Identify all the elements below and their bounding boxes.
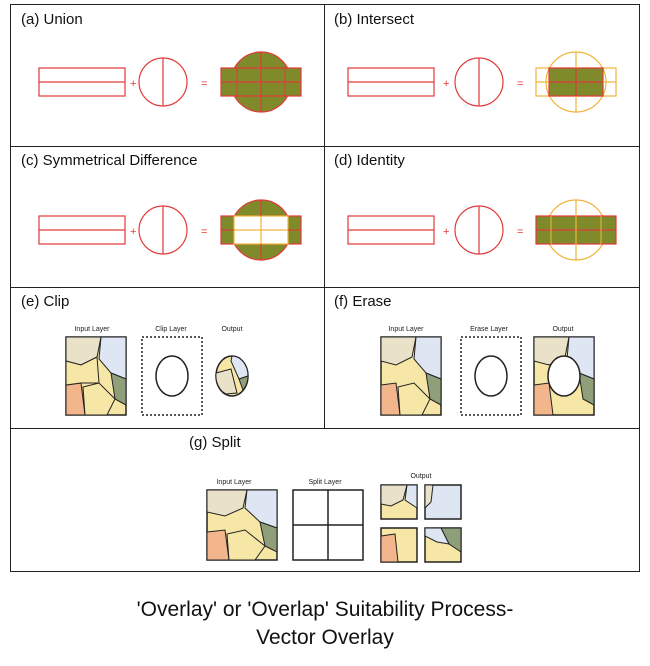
- symmetrical-difference-result: [220, 199, 302, 261]
- circle-operand: [138, 57, 188, 107]
- clip-illustration: Input Layer Clip Layer Output: [65, 326, 249, 416]
- rect-operand: [347, 215, 435, 245]
- output-label: Output: [552, 326, 573, 333]
- plus-operator: +: [130, 226, 136, 238]
- panel-title: (g) Split: [189, 434, 241, 451]
- panel-identity: (d) Identity + =: [324, 146, 639, 287]
- intersect-result: [535, 51, 617, 113]
- panel-clip: (e) Clip Input Layer Clip Layer Output: [11, 287, 324, 428]
- input-layer-label: Input Layer: [74, 326, 110, 333]
- panel-title: (f) Erase: [334, 293, 392, 310]
- row-divider-1: [11, 146, 639, 147]
- row-divider-3: [11, 428, 639, 429]
- input-layer-map: [65, 336, 127, 416]
- plus-operator: +: [443, 78, 449, 90]
- input-layer-map: [206, 489, 278, 561]
- panel-split: (g) Split Input Layer Split Layer Output: [11, 428, 639, 571]
- diagram-frame: (a) Union + = (b) Intersect: [10, 4, 640, 572]
- equals-operator: =: [517, 226, 523, 238]
- output-label: Output: [410, 473, 431, 480]
- panel-erase: (f) Erase Input Layer Erase Layer Output: [324, 287, 639, 428]
- split-layer-label: Split Layer: [308, 479, 342, 486]
- panel-title: (c) Symmetrical Difference: [21, 152, 198, 169]
- erase-illustration: Input Layer Erase Layer Output: [380, 326, 595, 416]
- erase-layer-label: Erase Layer: [470, 326, 508, 333]
- panel-intersect: (b) Intersect + =: [324, 5, 639, 146]
- clip-layer-label: Clip Layer: [155, 326, 187, 333]
- caption-line-2: Vector Overlay: [256, 626, 394, 649]
- union-illustration: + =: [38, 51, 302, 113]
- output-label: Output: [221, 326, 242, 333]
- input-layer-map: [380, 336, 442, 416]
- clip-output: [215, 355, 249, 397]
- identity-illustration: + =: [347, 199, 617, 261]
- equals-operator: =: [517, 78, 523, 90]
- plus-operator: +: [130, 78, 136, 90]
- split-output-bottom-left: [380, 527, 418, 563]
- equals-operator: =: [201, 226, 207, 238]
- circle-operand: [138, 205, 188, 255]
- circle-operand: [454, 57, 504, 107]
- clip-layer-mask: [141, 336, 203, 416]
- panel-title: (a) Union: [21, 11, 83, 28]
- symmetrical-difference-illustration: + =: [38, 199, 302, 261]
- panel-title: (d) Identity: [334, 152, 405, 169]
- circle-operand: [454, 205, 504, 255]
- panel-symmetrical-difference: (c) Symmetrical Difference + =: [11, 146, 324, 287]
- split-output-bottom-right: [424, 527, 462, 563]
- split-layer-grid: [292, 489, 364, 561]
- panel-title: (e) Clip: [21, 293, 70, 310]
- plus-operator: +: [443, 226, 449, 238]
- identity-result: [535, 199, 617, 261]
- split-illustration: Input Layer Split Layer Output: [206, 473, 462, 563]
- split-output-top-right: [424, 484, 462, 520]
- row-divider-2: [11, 287, 639, 288]
- input-layer-label: Input Layer: [216, 479, 252, 486]
- input-layer-label: Input Layer: [388, 326, 424, 333]
- split-output-top-left: [380, 484, 418, 520]
- rect-operand: [347, 67, 435, 97]
- erase-output: [533, 336, 595, 416]
- panel-union: (a) Union + =: [11, 5, 324, 146]
- panel-title: (b) Intersect: [334, 11, 415, 28]
- rect-operand: [38, 215, 126, 245]
- caption-line-1: 'Overlay' or 'Overlap' Suitability Proce…: [136, 598, 514, 621]
- equals-operator: =: [201, 78, 207, 90]
- column-divider: [324, 5, 325, 428]
- intersect-illustration: + =: [347, 51, 617, 113]
- union-result: [220, 51, 302, 113]
- erase-layer-mask: [460, 336, 522, 416]
- rect-operand: [38, 67, 126, 97]
